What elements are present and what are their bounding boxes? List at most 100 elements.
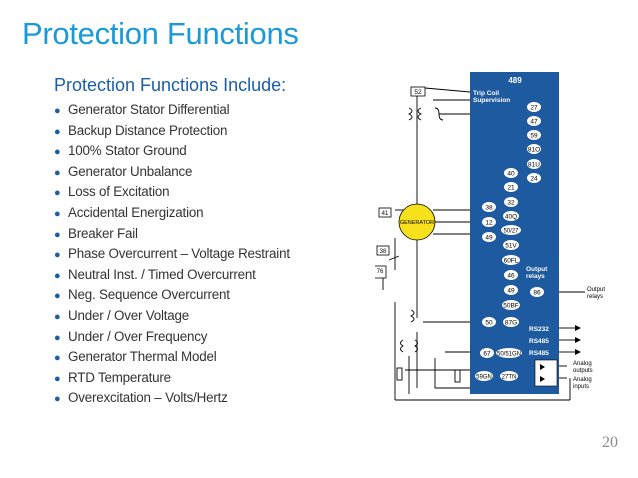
element-label: 81U xyxy=(528,162,540,169)
list-item: ● Generator Unbalance xyxy=(54,162,290,183)
protection-function-list: ● Generator Stator Differential ● Backup D… xyxy=(54,100,290,409)
external-output-label-2: relays xyxy=(587,294,603,300)
list-item-text: Overexcitation – Volts/Hertz xyxy=(68,390,228,406)
list-item-text: Breaker Fail xyxy=(68,225,138,241)
list-item-text: Generator Unbalance xyxy=(68,163,193,179)
element-label: 50BF xyxy=(503,303,519,310)
list-item-text: Under / Over Frequency xyxy=(68,328,208,344)
circuit-lines xyxy=(382,87,585,401)
analog-inputs-label: Analog xyxy=(573,377,592,383)
rs485-label-a: RS485 xyxy=(529,338,549,345)
list-item-text: Generator Thermal Model xyxy=(68,349,217,365)
rs485-label-b: RS485 xyxy=(529,350,549,357)
element-label: 47 xyxy=(530,119,538,126)
right-column-elements: 27 47 59 81O 81U xyxy=(527,102,541,169)
generator-label: GENERATOR xyxy=(400,220,434,226)
generator-symbol xyxy=(398,203,436,241)
analog-outputs-label: Analog xyxy=(573,361,592,367)
list-item: ● Loss of Excitation xyxy=(54,182,290,203)
slide-subtitle: Protection Functions Include: xyxy=(54,75,287,95)
element-label: 81O xyxy=(528,147,540,154)
analog-io-box xyxy=(534,359,558,387)
bullet-icon: ● xyxy=(54,372,61,385)
page-number: 20 xyxy=(602,434,618,451)
element-label: 21 xyxy=(507,185,515,192)
element-76-label: 76 xyxy=(377,269,384,275)
list-item: ● Phase Overcurrent – Voltage Restraint xyxy=(54,244,290,265)
bullet-icon: ● xyxy=(54,290,61,303)
list-item-text: Loss of Excitation xyxy=(68,184,170,200)
analog-inputs-label-2: inputs xyxy=(573,384,589,390)
list-item: ● Backup Distance Protection xyxy=(54,121,290,142)
list-item-text: Neg. Sequence Overcurrent xyxy=(68,287,230,303)
breaker-52-box xyxy=(410,86,426,97)
trip-coil-label: Trip Coil xyxy=(473,90,499,97)
list-item: ● 100% Stator Ground xyxy=(54,141,290,162)
output-relays-label-2: relays xyxy=(526,273,545,280)
list-item: ● Overexcitation – Volts/Hertz xyxy=(54,388,290,409)
element-label: 60FL xyxy=(504,258,519,265)
list-item: ● Generator Stator Differential xyxy=(54,100,290,121)
element-38-label: 38 xyxy=(380,249,387,255)
list-item: ●Under / Over Voltage xyxy=(54,306,290,327)
element-label: 27 xyxy=(530,105,538,112)
external-output-label: Output xyxy=(587,287,605,293)
element-86-label: 86 xyxy=(533,290,541,297)
bullet-icon: ● xyxy=(54,393,61,406)
list-item: ● Under / Over Frequency xyxy=(54,327,290,348)
analog-arrows xyxy=(540,364,545,382)
bullet-icon: ● xyxy=(54,125,61,138)
bullet-icon: ● xyxy=(54,331,61,344)
bullet-icon: ● xyxy=(54,207,61,220)
element-label: 38 xyxy=(485,205,493,212)
element-label: 32 xyxy=(507,200,515,207)
list-item-text: RTD Temperature xyxy=(68,369,171,385)
trip-coil-label-2: Supervision xyxy=(473,97,510,104)
bullet-icon: ● xyxy=(54,228,61,241)
list-item: ● Accidental Energization xyxy=(54,203,290,224)
bullet-icon: ● xyxy=(54,352,61,365)
bullet-icon: ● xyxy=(54,166,61,179)
element-label: 50/27 xyxy=(503,229,519,235)
list-item-text: Accidental Energization xyxy=(68,204,204,220)
element-label: 49 xyxy=(507,288,515,295)
breaker-52-label: 52 xyxy=(414,89,422,96)
rs232-label: RS232 xyxy=(529,326,549,333)
bullet-icon: ● xyxy=(54,105,61,117)
element-label: 59 xyxy=(530,133,538,140)
bullet-icon: ● xyxy=(54,187,61,200)
element-label: 51V xyxy=(505,243,517,250)
analog-outputs-label-2: outputs xyxy=(573,368,593,374)
element-label: 87G xyxy=(505,320,517,327)
relay-single-line-diagram: 489 Trip Coil Supervision xyxy=(375,72,605,401)
list-item: ● Breaker Fail xyxy=(54,224,290,245)
output-relays-label: Output xyxy=(526,266,548,273)
element-label: 12 xyxy=(485,220,493,227)
slide-title: Protection Functions xyxy=(22,16,299,51)
list-item-text: 100% Stator Ground xyxy=(68,143,187,159)
element-41-label: 41 xyxy=(382,211,389,217)
element-label: 50 xyxy=(485,320,493,327)
list-item: ● Neg. Sequence Overcurrent xyxy=(54,285,290,306)
element-24-label: 24 xyxy=(530,176,538,183)
element-label: 46 xyxy=(507,273,515,280)
list-item-text: Phase Overcurrent – Voltage Restraint xyxy=(68,246,290,262)
element-5051gn-label: 50/51GN xyxy=(497,352,521,358)
element-41-box xyxy=(378,207,392,218)
element-67-label: 67 xyxy=(483,351,491,358)
element-40-label: 40 xyxy=(507,171,515,178)
bullet-icon: ● xyxy=(54,146,61,159)
mid-column-elements: 21 32 40Q 50/27 51V 60FL 46 49 50BF 87G xyxy=(501,182,521,327)
list-item: ● RTD Temperature xyxy=(54,368,290,389)
element-76-box xyxy=(375,265,387,279)
list-item-text: Backup Distance Protection xyxy=(68,122,228,138)
element-27tn-label: 27TN xyxy=(502,375,517,381)
left-column-elements: 38 12 49 50 xyxy=(482,202,496,327)
element-59gn-label: 59GN xyxy=(476,375,492,381)
element-label: 49 xyxy=(485,235,493,242)
element-label: 40Q xyxy=(505,214,517,221)
list-item: ●Neutral Inst. / Timed Overcurrent xyxy=(54,265,290,286)
list-item-text: Generator Stator Differential xyxy=(68,102,230,117)
bullet-icon: ● xyxy=(54,310,61,323)
bullet-icon: ● xyxy=(54,249,61,262)
